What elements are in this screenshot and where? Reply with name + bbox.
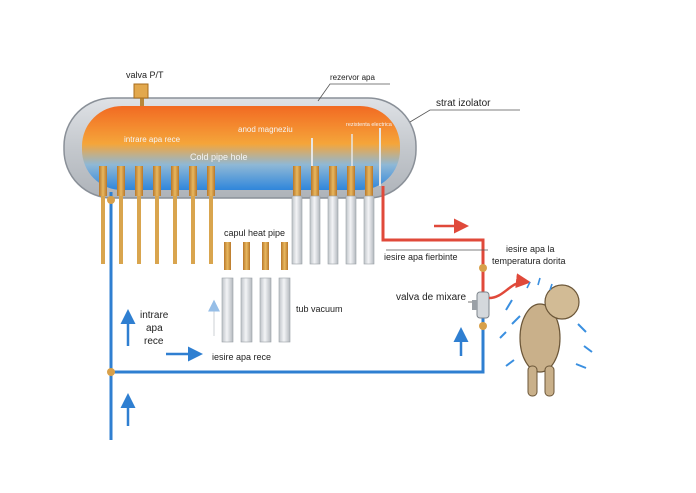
heat-pipe-rod: [191, 196, 195, 264]
detail-heat-pipe-head: [281, 242, 288, 270]
person-body: [519, 303, 561, 373]
heat-pipe-rods-left: [101, 196, 213, 264]
person-head: [544, 284, 580, 320]
cold-water-piping: [107, 192, 487, 440]
label-cold-inlet-inner: intrare apa rece: [124, 135, 181, 144]
detail-heat-pipe-head: [224, 242, 231, 270]
person-leg: [544, 365, 555, 397]
detail-vacuum-tube: [240, 277, 253, 343]
person-leg: [527, 365, 538, 397]
vacuum-tubes-right: [291, 195, 375, 265]
heat-pipe-head: [189, 166, 197, 196]
heat-pipe-head: [347, 166, 355, 196]
vacuum-tube: [291, 195, 303, 265]
label-hot-outlet: iesire apa fierbinte: [384, 252, 458, 262]
detail-vacuum-tube: [259, 277, 272, 343]
heat-pipe-rod: [119, 196, 123, 264]
heat-pipe-rod: [137, 196, 141, 264]
label-heat-pipe-head: capul heat pipe: [224, 228, 285, 238]
flow-arrows: [120, 218, 469, 426]
mixed-outlet-pipe: [488, 273, 531, 300]
vacuum-tube: [345, 195, 357, 265]
heat-pipe-head: [171, 166, 179, 196]
heat-pipe-head: [207, 166, 215, 196]
detail-heat-pipe-head: [243, 242, 250, 270]
detail-vacuum-tube: [278, 277, 291, 343]
pipe-junction: [479, 264, 487, 272]
mixing-valve[interactable]: [472, 291, 490, 319]
exploded-tube-detail: [208, 242, 291, 343]
tank-water-body: [82, 106, 400, 190]
storage-tank: [63, 97, 417, 199]
pipe-junction: [107, 196, 115, 204]
heat-pipe-heads: [99, 166, 373, 196]
water-splash: [499, 299, 593, 369]
label-electric-resistor: rezistenta electrica: [346, 122, 393, 128]
label-cold-outlet: iesire apa rece: [212, 352, 271, 362]
label-desired-temp-outlet-line1: iesire apa la: [506, 244, 555, 254]
heat-pipe-head: [99, 166, 107, 196]
label-reservoir: rezervor apa: [330, 73, 375, 82]
vacuum-tube: [309, 195, 321, 265]
vacuum-tube: [363, 195, 375, 265]
label-cold-inlet-line3: rece: [144, 336, 164, 347]
heat-pipe-head: [135, 166, 143, 196]
heat-pipe-head: [117, 166, 125, 196]
heat-pipe-head: [365, 166, 373, 196]
pipe-junction: [107, 368, 115, 376]
label-mixing-valve: valva de mixare: [396, 292, 466, 303]
heat-pipe-rod: [209, 196, 213, 264]
vacuum-tube: [327, 195, 339, 265]
label-magnesium-anode: anod magneziu: [238, 125, 293, 134]
heat-pipe-head: [311, 166, 319, 196]
heat-pipe-head: [153, 166, 161, 196]
cold-supply-pipe: [111, 318, 485, 374]
heat-pipe-head: [293, 166, 301, 196]
mixing-valve-body: [476, 291, 490, 319]
heat-pipe-head: [329, 166, 337, 196]
heat-pipe-rod: [101, 196, 105, 264]
label-cold-inlet-line1: intrare: [140, 310, 169, 321]
hot-outlet-pipe: [381, 186, 485, 292]
pt-valve[interactable]: [133, 83, 149, 106]
shower-drops: [526, 277, 553, 291]
hot-water-piping: [381, 186, 487, 292]
label-vacuum-tube: tub vacuum: [296, 304, 343, 314]
heat-pipe-rod: [155, 196, 159, 264]
heat-pipe-rod: [173, 196, 177, 264]
showering-person-illustration: [499, 277, 593, 397]
callout-insulation: [409, 109, 520, 123]
detail-heat-pipe-head: [262, 242, 269, 270]
label-desired-temp-outlet-line2: temperatura dorita: [492, 256, 566, 266]
pipe-junction: [479, 322, 487, 330]
callout-lines: [317, 83, 520, 303]
callout-reservoir: [317, 83, 390, 102]
detail-vacuum-tube: [221, 277, 234, 343]
label-cold-inlet-line2: apa: [146, 323, 163, 334]
pt-valve-body: [133, 83, 149, 99]
label-insulation: strat izolator: [436, 98, 491, 109]
mixing-valve-knob: [472, 300, 477, 310]
label-cold-pipe-hole: Cold pipe hole: [190, 152, 248, 162]
label-pt-valve: valva P/T: [126, 70, 164, 80]
